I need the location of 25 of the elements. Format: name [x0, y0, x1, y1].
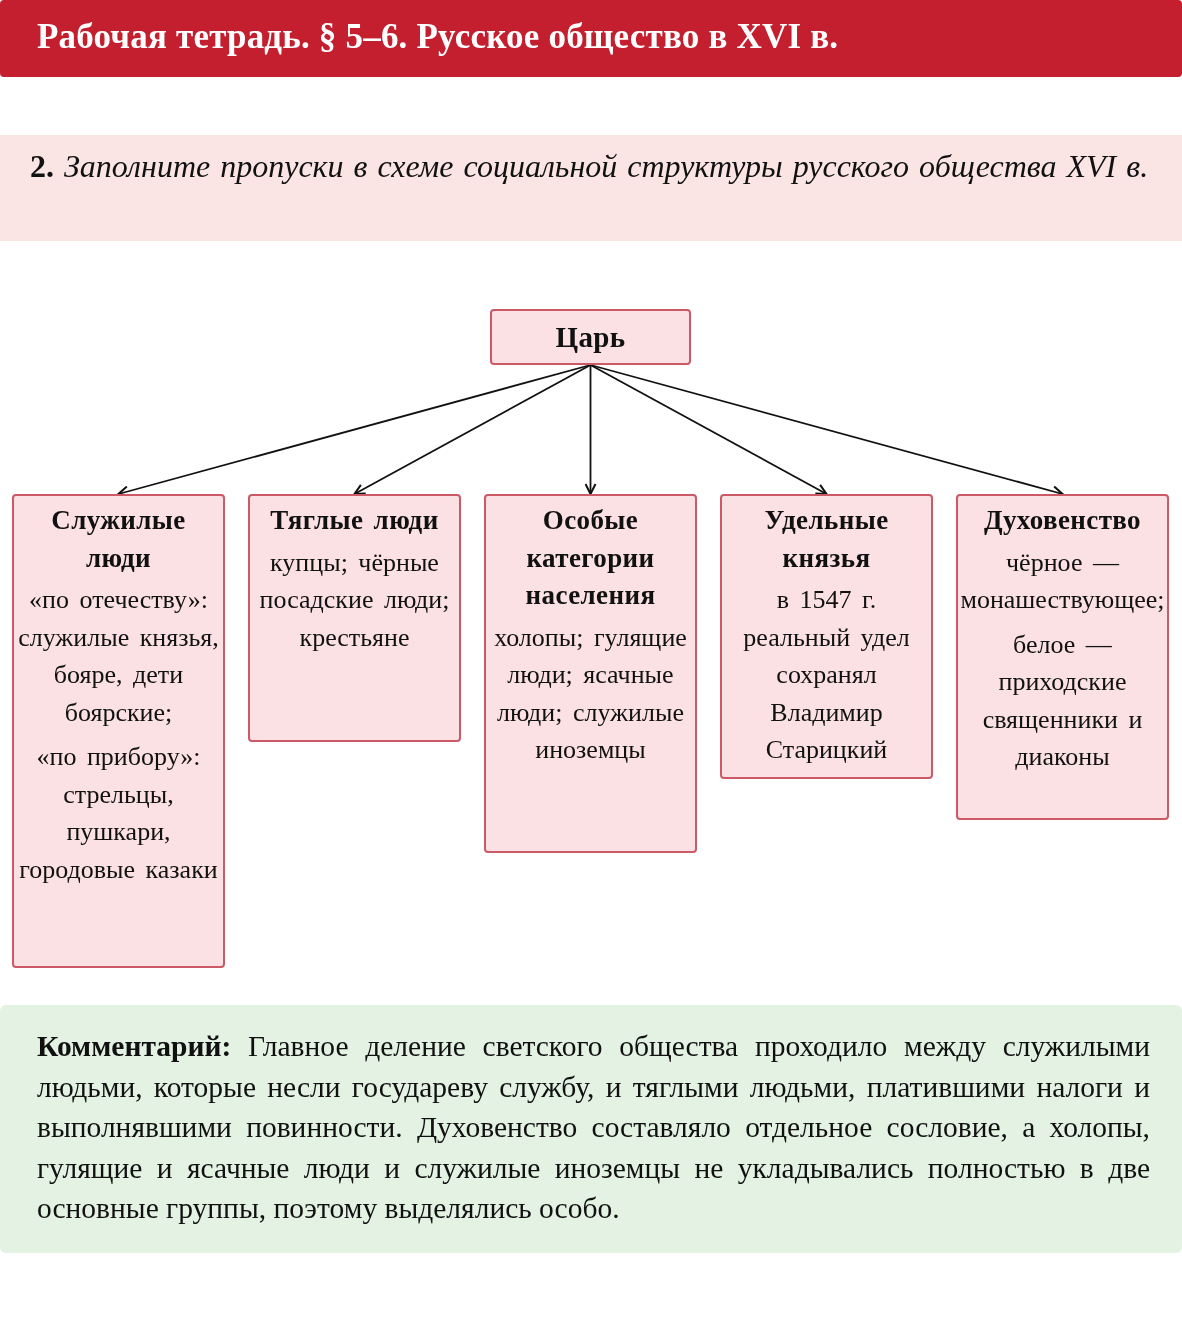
category-box	[12, 494, 225, 968]
category-box	[956, 494, 1169, 820]
title-text: Рабочая тетрадь. § 5–6. Русское общество в XVI в.	[37, 17, 839, 56]
box-heading: Духовенство	[982, 504, 1142, 537]
arrow	[353, 364, 592, 495]
box-text: «по прибору»: стрельцы, пушкари, городовые казаки	[18, 741, 219, 886]
category-box	[484, 494, 697, 853]
arrow	[589, 364, 828, 495]
box-heading: Служилые люди	[50, 504, 187, 575]
box-text: купцы; чёрные посадские люди; крестьяне	[258, 546, 451, 654]
box-heading: Тяглые люди	[269, 504, 440, 537]
box-heading: Особые категории населения	[524, 504, 657, 612]
box-text: «по отечеству»: служилые князья, бояре, дети боярские;	[17, 584, 220, 729]
arrow	[584, 364, 597, 495]
box-text: холопы; гулящие люди; ясачные люди; служилые иноземцы	[493, 621, 688, 766]
box-text: белое — приходские священники и диаконы	[981, 628, 1144, 773]
comment-text: Комментарий: Главное деление светского общества проходило между служилыми людьми, которые несли государеву службу, и тяглыми людьми, платившими налоги и выполнявшими повинности. Духовенство составляло отдельное сословие, а холопы, гулящие и ясачные люди и служилые иноземцы не укладывались полностью в две основные группы, поэтому выделялись особо.	[37, 1029, 1150, 1226]
box-text: в 1547 г. реальный удел сохранял Владимир Старицкий	[742, 584, 911, 766]
root-box	[490, 309, 691, 365]
box-heading: Удельные князья	[763, 504, 890, 575]
box-text: чёрное — монашествующее;	[960, 546, 1165, 616]
category-box	[720, 494, 933, 779]
box-heading: Царь	[554, 320, 627, 355]
task-text: 2. Заполните пропуски в схеме социальной структуры русского общества XVI в.	[30, 147, 1150, 186]
category-box	[248, 494, 461, 742]
